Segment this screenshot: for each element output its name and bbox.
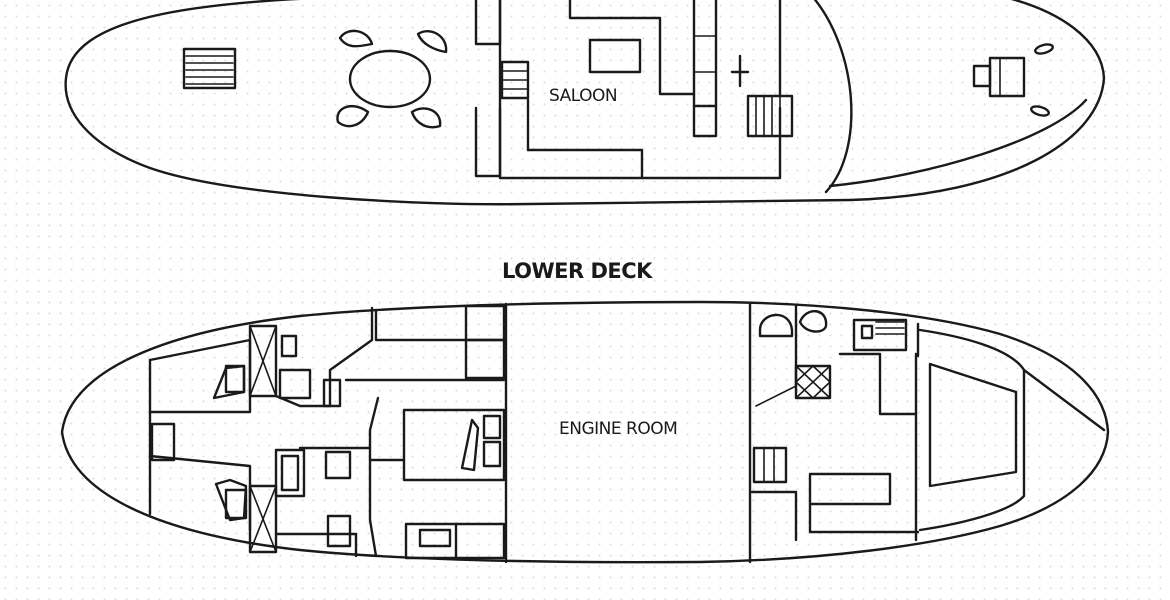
chair [416, 29, 448, 54]
forward-cabins [750, 304, 1106, 542]
saloon-cabinet [588, 38, 642, 74]
chair [410, 107, 442, 129]
toilet [460, 418, 480, 472]
lower-deck: ENGINE ROOM [60, 300, 1110, 564]
toilet [214, 478, 248, 522]
cleat [1034, 43, 1054, 55]
dining-table [336, 29, 448, 129]
chair [336, 105, 370, 128]
head-sink [758, 313, 794, 338]
saloon-walls [474, 0, 794, 180]
hatch-grating [182, 47, 237, 90]
saloon-label: SALOON [549, 86, 617, 106]
lower-hull-outline [60, 300, 1110, 564]
upper-bow-curve [813, 0, 853, 194]
engine-room-label: ENGINE ROOM [559, 419, 677, 439]
galley-stove [852, 318, 908, 352]
companionway-stairs [746, 94, 794, 138]
mid-cabin [344, 304, 506, 560]
cleat [1030, 105, 1050, 117]
bunk [248, 484, 278, 554]
lower-deck-heading: LOWER DECK [502, 259, 653, 283]
upper-deck: SALOON [64, 0, 1106, 206]
aft-cabins [148, 306, 374, 558]
chair [338, 29, 374, 48]
windlass [972, 56, 1026, 98]
upper-hull-outline [64, 0, 1106, 206]
bunk [248, 324, 278, 398]
berth [402, 408, 506, 482]
toilet [212, 364, 246, 400]
head-toilet [798, 310, 828, 333]
upper-bow-inner-line [828, 98, 1088, 188]
forward-berth [918, 328, 1026, 532]
